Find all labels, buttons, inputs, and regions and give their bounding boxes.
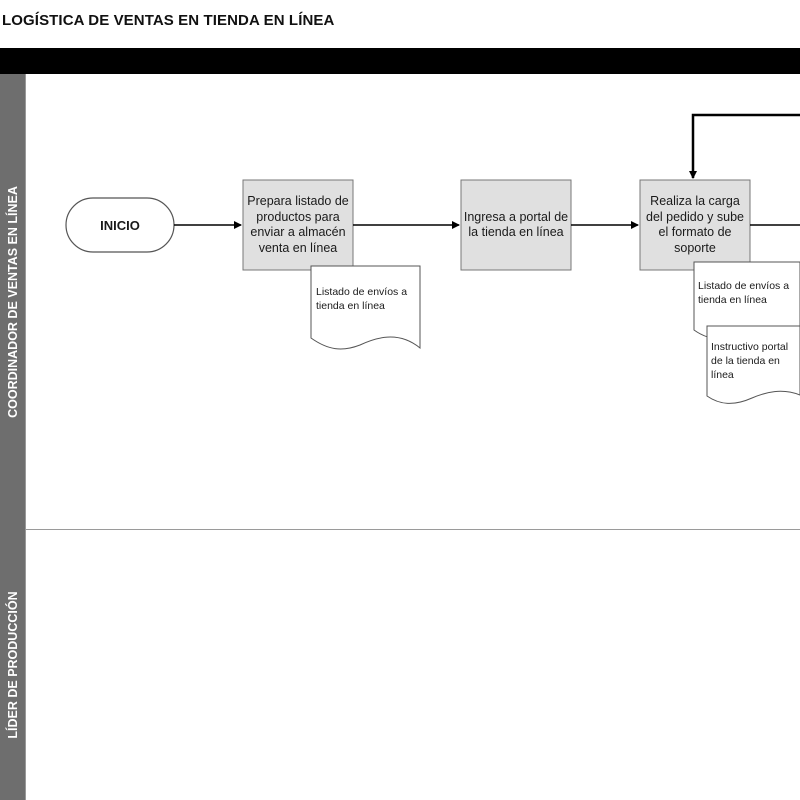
process-box-prepara: [242, 179, 354, 271]
document-shape-instructivo: [706, 325, 800, 404]
pool-header-bar: [0, 48, 800, 74]
lane-label-coordinador: COORDINADOR DE VENTAS EN LÍNEA: [0, 74, 25, 530]
connector-loop-arrow: [689, 113, 800, 179]
swimlane-pool: [25, 74, 800, 800]
process-label-ingresa: Ingresa a portal de la tienda en línea: [463, 209, 569, 240]
diagram-title-area: LOGÍSTICA DE VENTAS EN TIENDA EN LÍNEA: [0, 0, 800, 44]
process-box-ingresa: [460, 179, 572, 271]
document-label-instructivo: Instructivo portal de la tienda en línea: [711, 341, 789, 381]
start-label: INICIO: [100, 217, 140, 233]
lane-label-lider: LÍDER DE PRODUCCIÓN: [0, 530, 25, 800]
process-label-prepara: Prepara listado de productos para enviar…: [247, 194, 349, 255]
lane-separator: [25, 529, 800, 530]
process-box-realiza: [639, 179, 751, 271]
document-label-listado-2: Listado de envíos a tienda en línea: [698, 280, 790, 306]
process-label-realiza: Realiza la carga del pedido y sube el fo…: [646, 194, 744, 255]
document-shape-listado-1: [310, 265, 421, 350]
diagram-title: LOGÍSTICA DE VENTAS EN TIENDA EN LÍNEA: [2, 12, 335, 29]
document-label-listado-1: Listado de envíos a tienda en línea: [316, 286, 408, 312]
